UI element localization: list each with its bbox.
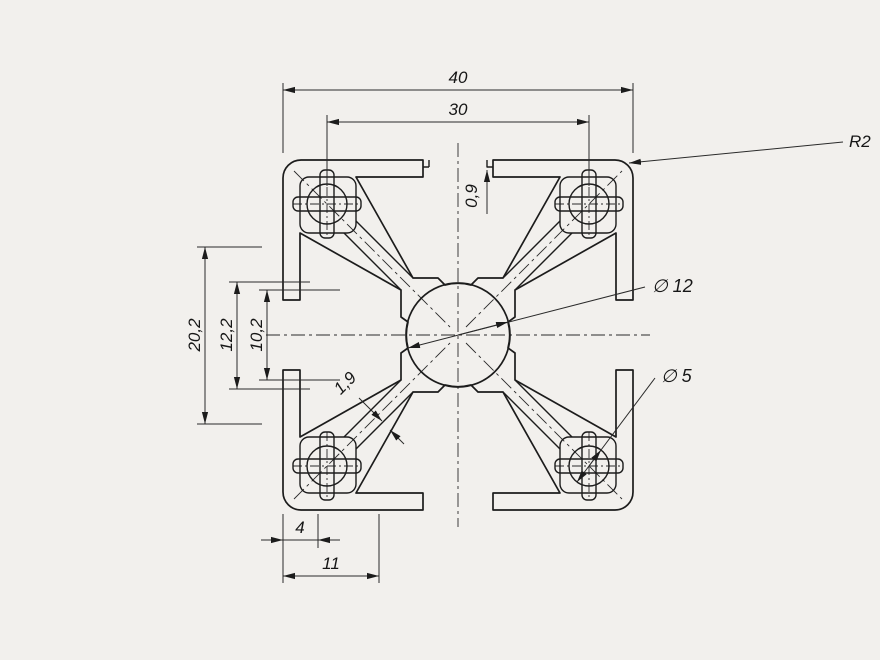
diagonal-centerline-ne (465, 170, 623, 328)
dim-30-label: 30 (449, 100, 468, 119)
central-bore (405, 282, 511, 388)
boss-outline (299, 176, 357, 234)
web-se-b (514, 379, 573, 438)
leader-line-2 (389, 429, 405, 445)
dim-40: 40 (282, 68, 634, 153)
diagonal-centerline-nw (293, 170, 451, 328)
corner-boss-se (554, 431, 624, 501)
dim-r2: R2 (628, 132, 871, 165)
dimensions: 40 30 R2 0,9 20,2 (185, 68, 871, 583)
boss-outline (559, 436, 617, 494)
boss-slot-horizontal (292, 458, 362, 474)
leader-arrow-inner (457, 321, 509, 336)
dim-4: 4 (261, 514, 340, 583)
boss-slot-horizontal (554, 458, 624, 474)
dim-10-2: 10,2 (247, 289, 340, 381)
dim-0-9-label: 0,9 (462, 184, 481, 208)
diagonal-centerline-se (465, 342, 623, 500)
corner-bore (306, 445, 348, 487)
slot-mouth-step (423, 160, 493, 168)
dia-12-label: ∅ 12 (652, 276, 693, 296)
boss-slot-vertical (581, 431, 597, 501)
dim-20-2-label: 20,2 (185, 318, 204, 353)
boss-outline (559, 176, 617, 234)
web-nw-b (343, 232, 402, 291)
boss-slot-horizontal (554, 196, 624, 212)
dim-4-label: 4 (295, 518, 304, 537)
dim-10-2-label: 10,2 (247, 318, 266, 352)
boss-outline (299, 436, 357, 494)
leader-line (407, 286, 646, 349)
leader-line (628, 141, 844, 165)
dim-dia-5: ∅ 5 (576, 366, 693, 483)
diagonal-centerline-sw (293, 342, 451, 500)
dim-1-9-label: 1,9 (330, 368, 361, 399)
corner-bore (568, 445, 610, 487)
dim-0-9: 0,9 (462, 170, 491, 214)
web-se-a (502, 391, 561, 450)
leader-line (358, 397, 383, 422)
dim-12-2-label: 12,2 (217, 318, 236, 352)
dia-5-label: ∅ 5 (661, 366, 693, 386)
web-sw-a (355, 391, 414, 450)
dim-11: 11 (283, 514, 380, 583)
dim-11-label: 11 (322, 554, 340, 573)
dim-12-2: 12,2 (217, 281, 310, 390)
boss-slot-vertical (319, 431, 335, 501)
web-ne-b (514, 232, 573, 291)
dim-20-2: 20,2 (185, 246, 262, 425)
web-nw-a (355, 220, 414, 279)
web-ne-a (502, 220, 561, 279)
diagonal-webs (343, 220, 573, 450)
leader-arrow-inner (588, 449, 602, 467)
profile-section (282, 159, 634, 511)
dim-40-label: 40 (449, 68, 468, 87)
dim-30: 30 (326, 100, 590, 186)
dim-1-9: 1,9 (330, 368, 405, 445)
dim-r2-label: R2 (849, 132, 871, 151)
web-sw-b (343, 379, 402, 438)
boss-slot-horizontal (292, 196, 362, 212)
dim-dia-12: ∅ 12 (407, 276, 693, 349)
corner-boss-sw (292, 431, 362, 501)
